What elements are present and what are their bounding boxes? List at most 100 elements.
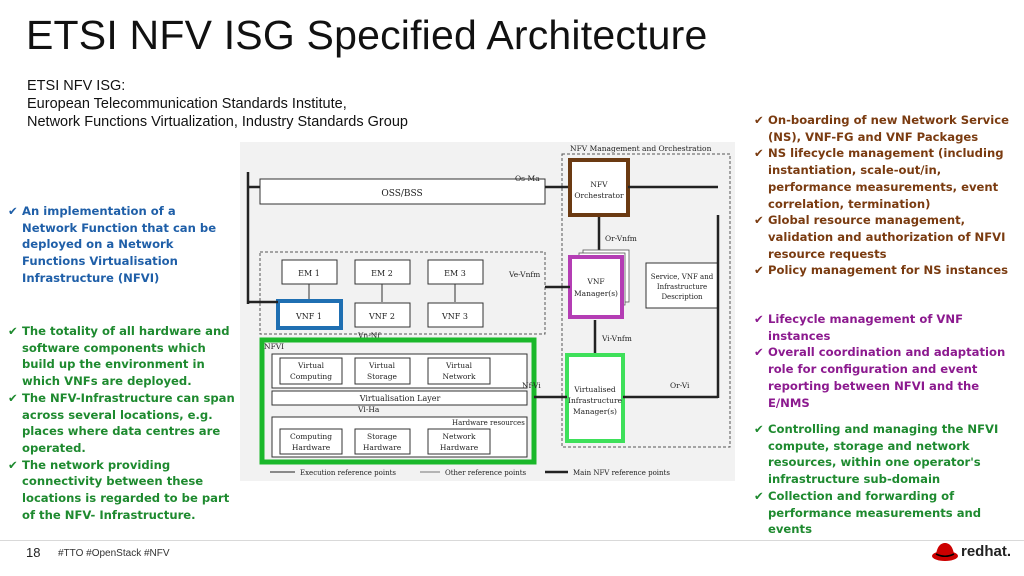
legend-other-label: Other reference points bbox=[445, 469, 527, 477]
os-ma-label: Os-Ma bbox=[515, 174, 540, 183]
nfv-orchestrator-box bbox=[568, 158, 630, 217]
virtual-storage-label: Storage bbox=[367, 372, 398, 381]
bullet-text: Lifecycle management of VNF instances bbox=[768, 312, 964, 343]
vim-label: Virtualised bbox=[573, 385, 616, 394]
bullet-text: Collection and forwarding of performance… bbox=[768, 488, 982, 537]
bullet-item: ✔ Collection and forwarding of performanc… bbox=[754, 488, 1016, 538]
virtual-computing-label: Virtual bbox=[297, 361, 325, 370]
bullet-item: ✔ Overall coordination and adaptation rol… bbox=[754, 344, 1016, 411]
virtual-computing-label: Computing bbox=[290, 372, 332, 381]
legend-main-label: Main NFV reference points bbox=[573, 469, 670, 477]
bullet-item: ✔ NS lifecycle management (including inst… bbox=[754, 145, 1022, 212]
checkmark-icon: ✔ bbox=[754, 263, 764, 278]
subtitle-line: Network Functions Virtualization, Indust… bbox=[27, 114, 408, 130]
vnf-description-list: ✔ An implementation of a Network Function… bbox=[8, 203, 226, 287]
bullet-text: The totality of all hardware and softwar… bbox=[22, 324, 230, 389]
mano-region bbox=[561, 153, 731, 448]
vnf-manager-description-list: ✔ Lifecycle management of VNF instances ✔… bbox=[754, 311, 1016, 411]
vnf3-label: VNF 3 bbox=[441, 312, 468, 321]
nfv-architecture-diagram: NFV Management and Orchestration OSS/BSS… bbox=[240, 142, 735, 481]
nf-vi-label: Nf-Vi bbox=[522, 381, 541, 390]
service-description-label: Description bbox=[661, 293, 703, 301]
em1-label: EM 1 bbox=[298, 269, 320, 278]
computing-hardware-label: Hardware bbox=[292, 443, 331, 452]
vnf1-box bbox=[276, 299, 343, 330]
checkmark-icon: ✔ bbox=[8, 390, 18, 405]
computing-hardware-label: Computing bbox=[290, 432, 332, 441]
vnf1-label: VNF 1 bbox=[295, 312, 322, 321]
bullet-item: ✔ The NFV-Infrastructure can span across … bbox=[8, 390, 240, 457]
virtualisation-layer-box bbox=[271, 390, 528, 406]
virtual-network-label: Virtual bbox=[445, 361, 473, 370]
vnf-manager-box bbox=[568, 255, 624, 319]
network-hardware-box bbox=[427, 428, 491, 455]
hardware-resources-label: Hardware resources bbox=[452, 419, 525, 427]
virtual-storage-box bbox=[354, 357, 411, 385]
footer-hashtags: #TTO #OpenStack #NFV bbox=[58, 548, 170, 559]
checkmark-icon: ✔ bbox=[754, 345, 764, 360]
storage-hardware-label: Storage bbox=[367, 432, 398, 441]
orchestrator-label: NFV bbox=[590, 180, 608, 189]
bullet-item: ✔ Policy management for NS instances bbox=[754, 262, 1022, 279]
storage-hardware-label: Hardware bbox=[363, 443, 402, 452]
checkmark-icon: ✔ bbox=[8, 457, 18, 472]
or-vnfm-label: Or-Vnfm bbox=[605, 234, 637, 243]
nfvi-description-list: ✔ The totality of all hardware and softwa… bbox=[8, 323, 240, 523]
bullet-item: ✔ An implementation of a Network Function… bbox=[8, 203, 226, 287]
bullet-text: NS lifecycle management (including insta… bbox=[768, 146, 1004, 211]
bullet-text: The NFV-Infrastructure can span across s… bbox=[22, 390, 235, 455]
em3-box bbox=[427, 259, 484, 285]
bullet-text: Global resource management, validation a… bbox=[768, 213, 1006, 261]
oss-bss-box bbox=[259, 178, 546, 205]
bullet-item: ✔Controlling and managing the NFVI compu… bbox=[754, 421, 1016, 488]
em2-label: EM 2 bbox=[371, 269, 393, 278]
virtual-network-label: Network bbox=[442, 372, 476, 381]
vnf2-label: VNF 2 bbox=[368, 312, 395, 321]
bullet-text: Policy management for NS instances bbox=[768, 263, 1009, 278]
vi-ha-label: Vl-Ha bbox=[357, 405, 380, 414]
bullet-text: On-boarding of new Network Service (NS),… bbox=[768, 113, 1009, 144]
bullet-item: ✔ Lifecycle management of VNF instances bbox=[754, 311, 1016, 344]
checkmark-icon: ✔ bbox=[754, 488, 764, 503]
em3-label: EM 3 bbox=[444, 269, 466, 278]
service-description-label: Infrastructure bbox=[657, 283, 707, 291]
service-description-label: Service, VNF and bbox=[651, 273, 714, 281]
page-number: 18 bbox=[26, 545, 41, 560]
vim-label: Manager(s) bbox=[573, 407, 617, 416]
or-vi-label: Or-Vi bbox=[670, 381, 690, 390]
network-hardware-label: Hardware bbox=[440, 443, 479, 452]
computing-hardware-box bbox=[279, 428, 343, 455]
checkmark-icon: ✔ bbox=[754, 113, 764, 127]
bullet-item: ✔ Global resource management, validation … bbox=[754, 212, 1022, 262]
bullet-item: ✔ The network providing connectivity betw… bbox=[8, 457, 240, 524]
bullet-text: Controlling and managing the NFVI comput… bbox=[768, 422, 999, 487]
checkmark-icon: ✔ bbox=[754, 312, 764, 326]
orchestrator-label: Orchestrator bbox=[574, 191, 624, 200]
network-hardware-label: Network bbox=[442, 432, 476, 441]
checkmark-icon: ✔ bbox=[754, 213, 764, 228]
bullet-text: An implementation of a Network Function … bbox=[22, 204, 217, 285]
checkmark-icon: ✔ bbox=[8, 204, 18, 218]
vim-description-list: ✔ Controlling and managing the NFVI compu… bbox=[754, 421, 1016, 538]
architecture-svg: NFV Management and Orchestration OSS/BSS… bbox=[246, 144, 731, 477]
vim-label: Infrastructure bbox=[568, 396, 623, 405]
vnf2-box bbox=[354, 302, 411, 328]
bullet-text: Overall coordination and adaptation role… bbox=[768, 345, 1006, 410]
ve-vnfm-label: Ve-Vnfm bbox=[508, 270, 540, 279]
virtual-network-box bbox=[427, 357, 491, 385]
bullet-item: ✔ On-boarding of new Network Service (NS)… bbox=[754, 112, 1022, 145]
vi-vnfm-label: Vi-Vnfm bbox=[601, 334, 632, 343]
vnf-manager-label: Manager(s) bbox=[574, 289, 618, 298]
oss-bss-label: OSS/BSS bbox=[381, 189, 422, 199]
redhat-logo: redhat. bbox=[930, 538, 1020, 566]
orchestrator-description-list: ✔ On-boarding of new Network Service (NS)… bbox=[754, 112, 1022, 279]
mano-label: NFV Management and Orchestration bbox=[570, 144, 712, 153]
subtitle: ETSI NFV ISG: European Telecommunication… bbox=[27, 77, 408, 131]
nfvi-box bbox=[259, 337, 537, 465]
checkmark-icon: ✔ bbox=[754, 146, 764, 161]
checkmark-icon: ✔ bbox=[8, 324, 18, 338]
nfvi-label: NFVI bbox=[264, 342, 284, 351]
storage-hardware-box bbox=[354, 428, 411, 455]
bullet-text: The network providing connectivity betwe… bbox=[22, 457, 230, 522]
virtual-computing-box bbox=[279, 357, 343, 385]
